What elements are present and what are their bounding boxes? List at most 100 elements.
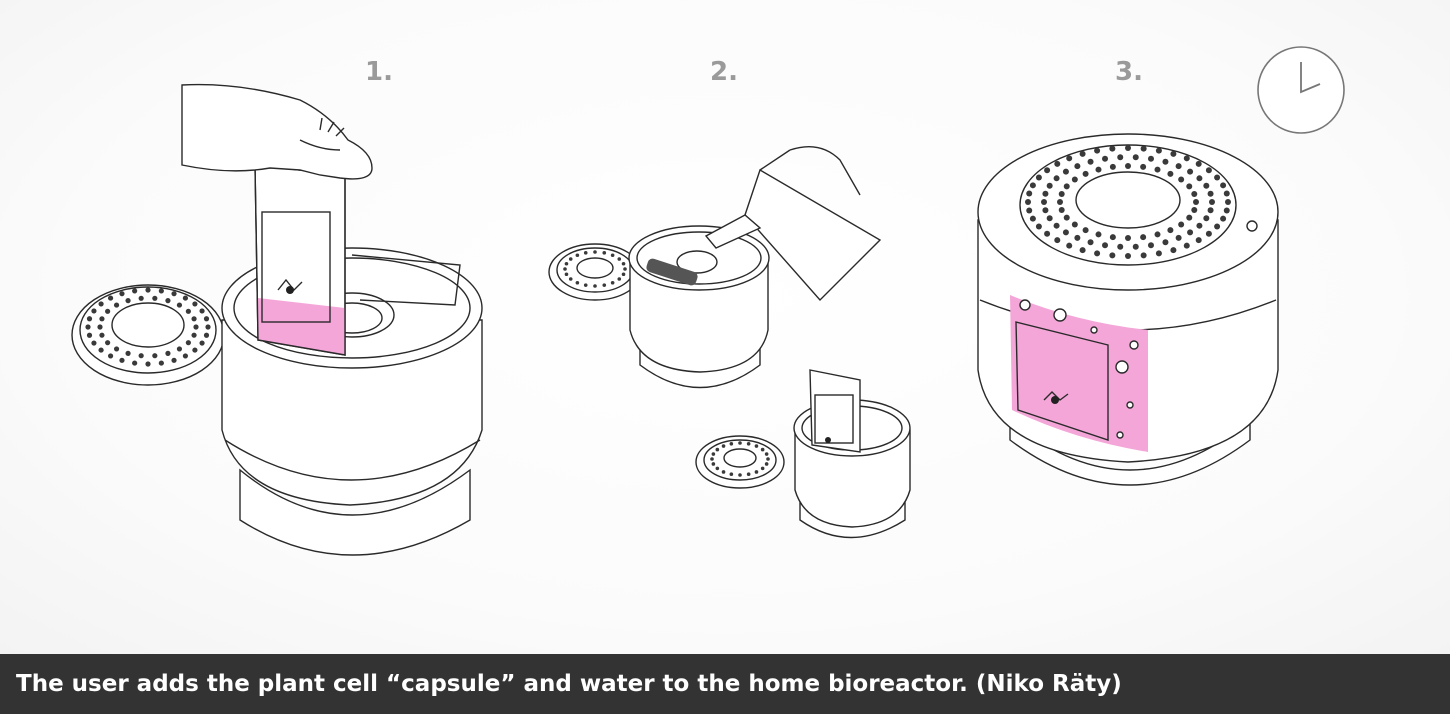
top-hole: [1225, 199, 1231, 205]
top-hole: [1054, 237, 1061, 244]
lid-hole: [85, 324, 91, 330]
capsule-pink-band: [258, 298, 345, 355]
top-hole: [1195, 237, 1202, 244]
top-hole: [1170, 247, 1177, 254]
lid-hole: [563, 267, 567, 271]
lid-hole: [729, 472, 734, 477]
top-hole: [1087, 158, 1094, 165]
lid-hole: [158, 288, 164, 294]
lid-hole: [738, 441, 742, 445]
lid-hole: [564, 261, 569, 266]
top-hole: [1109, 234, 1116, 241]
lid-hole: [617, 257, 622, 261]
step-2-illustration: [548, 146, 911, 539]
top-hole: [1058, 190, 1065, 197]
step-1-number: 1.: [365, 57, 393, 87]
lid-hole: [86, 316, 93, 322]
step-1-lid: [71, 284, 225, 386]
lid-hole: [107, 295, 114, 301]
lid-hole: [132, 288, 138, 294]
top-hole: [1042, 190, 1049, 197]
top-hole: [1062, 168, 1069, 175]
top-hole: [1175, 234, 1182, 241]
lid-hole: [138, 353, 144, 359]
top-hole: [1187, 168, 1194, 175]
bioreactor-illustration: 1. 2. 3.: [71, 46, 1345, 556]
top-hole: [1170, 150, 1177, 157]
step-3-illustration: [977, 46, 1345, 486]
step-1-reactor-body: [221, 247, 483, 556]
lid-hole: [98, 347, 104, 353]
lid-hole: [199, 340, 205, 346]
top-hole: [1178, 176, 1185, 183]
lid-hole: [621, 261, 626, 266]
lid-hole: [152, 353, 158, 359]
lid-hole: [568, 277, 573, 281]
top-hole: [1044, 230, 1051, 237]
lid-hole: [715, 466, 720, 471]
top-hole: [1082, 170, 1089, 177]
lid-hole: [729, 441, 734, 446]
top-hole: [1223, 207, 1230, 214]
top-hole: [1154, 231, 1161, 238]
top-hole: [1223, 190, 1230, 197]
lid-hole: [610, 253, 615, 258]
figure-caption: The user adds the plant cell “capsule” a…: [16, 671, 1122, 697]
lid-hole: [113, 302, 120, 308]
top-hole: [1209, 199, 1215, 205]
lid-hole: [138, 295, 144, 301]
lid-hole: [191, 316, 197, 322]
caption-bar: The user adds the plant cell “capsule” a…: [0, 654, 1450, 714]
lid-hole: [165, 350, 171, 356]
clock-icon: [1257, 46, 1345, 134]
lid-hole: [199, 308, 205, 314]
top-hole: [1117, 243, 1124, 250]
lid-hole: [711, 462, 716, 466]
top-hole: [1140, 145, 1147, 152]
top-hole: [1094, 250, 1101, 257]
lid-hole: [760, 447, 765, 452]
lid-hole: [623, 267, 627, 271]
top-hole: [1062, 229, 1069, 236]
top-hole: [1183, 242, 1190, 249]
lid-hole: [564, 272, 569, 277]
top-hole: [1214, 174, 1221, 181]
step-2-reactor-bottom: [793, 369, 911, 539]
top-hole: [1140, 252, 1147, 259]
top-hole: [1117, 154, 1124, 161]
top-hole: [1203, 182, 1210, 189]
top-hole: [1155, 147, 1162, 154]
step-2-number: 2.: [710, 57, 738, 87]
lid-hole: [99, 316, 105, 322]
top-hole: [1054, 160, 1061, 167]
top-hole: [1205, 167, 1212, 174]
top-hole: [1082, 227, 1089, 234]
lid-hole: [610, 280, 615, 285]
lid-hole: [107, 353, 114, 359]
lid-hole: [182, 353, 189, 359]
top-hole: [1046, 215, 1053, 222]
top-hole: [1025, 199, 1031, 205]
top-hole: [1035, 174, 1042, 181]
lid-hole: [621, 272, 626, 277]
top-hole: [1147, 242, 1154, 249]
lid-hole: [593, 250, 597, 254]
top-hole: [1125, 145, 1131, 151]
lid-hole: [176, 302, 183, 308]
lid-hole: [205, 324, 211, 330]
lid-hole: [125, 298, 131, 304]
top-hole: [1132, 243, 1139, 250]
lid-hole: [105, 340, 111, 346]
top-hole: [1071, 221, 1078, 228]
lid-hole: [98, 301, 104, 307]
lid-hole: [191, 332, 197, 338]
illustration-stage: 1. 2. 3.: [0, 0, 1450, 654]
lid-hole: [710, 457, 714, 461]
top-hole: [1207, 190, 1214, 197]
lid-hole: [185, 340, 191, 346]
top-hole: [1191, 207, 1198, 214]
top-hole: [1095, 231, 1102, 238]
top-hole: [1167, 170, 1174, 177]
top-hole: [1125, 235, 1131, 241]
lid-hole: [105, 308, 111, 314]
